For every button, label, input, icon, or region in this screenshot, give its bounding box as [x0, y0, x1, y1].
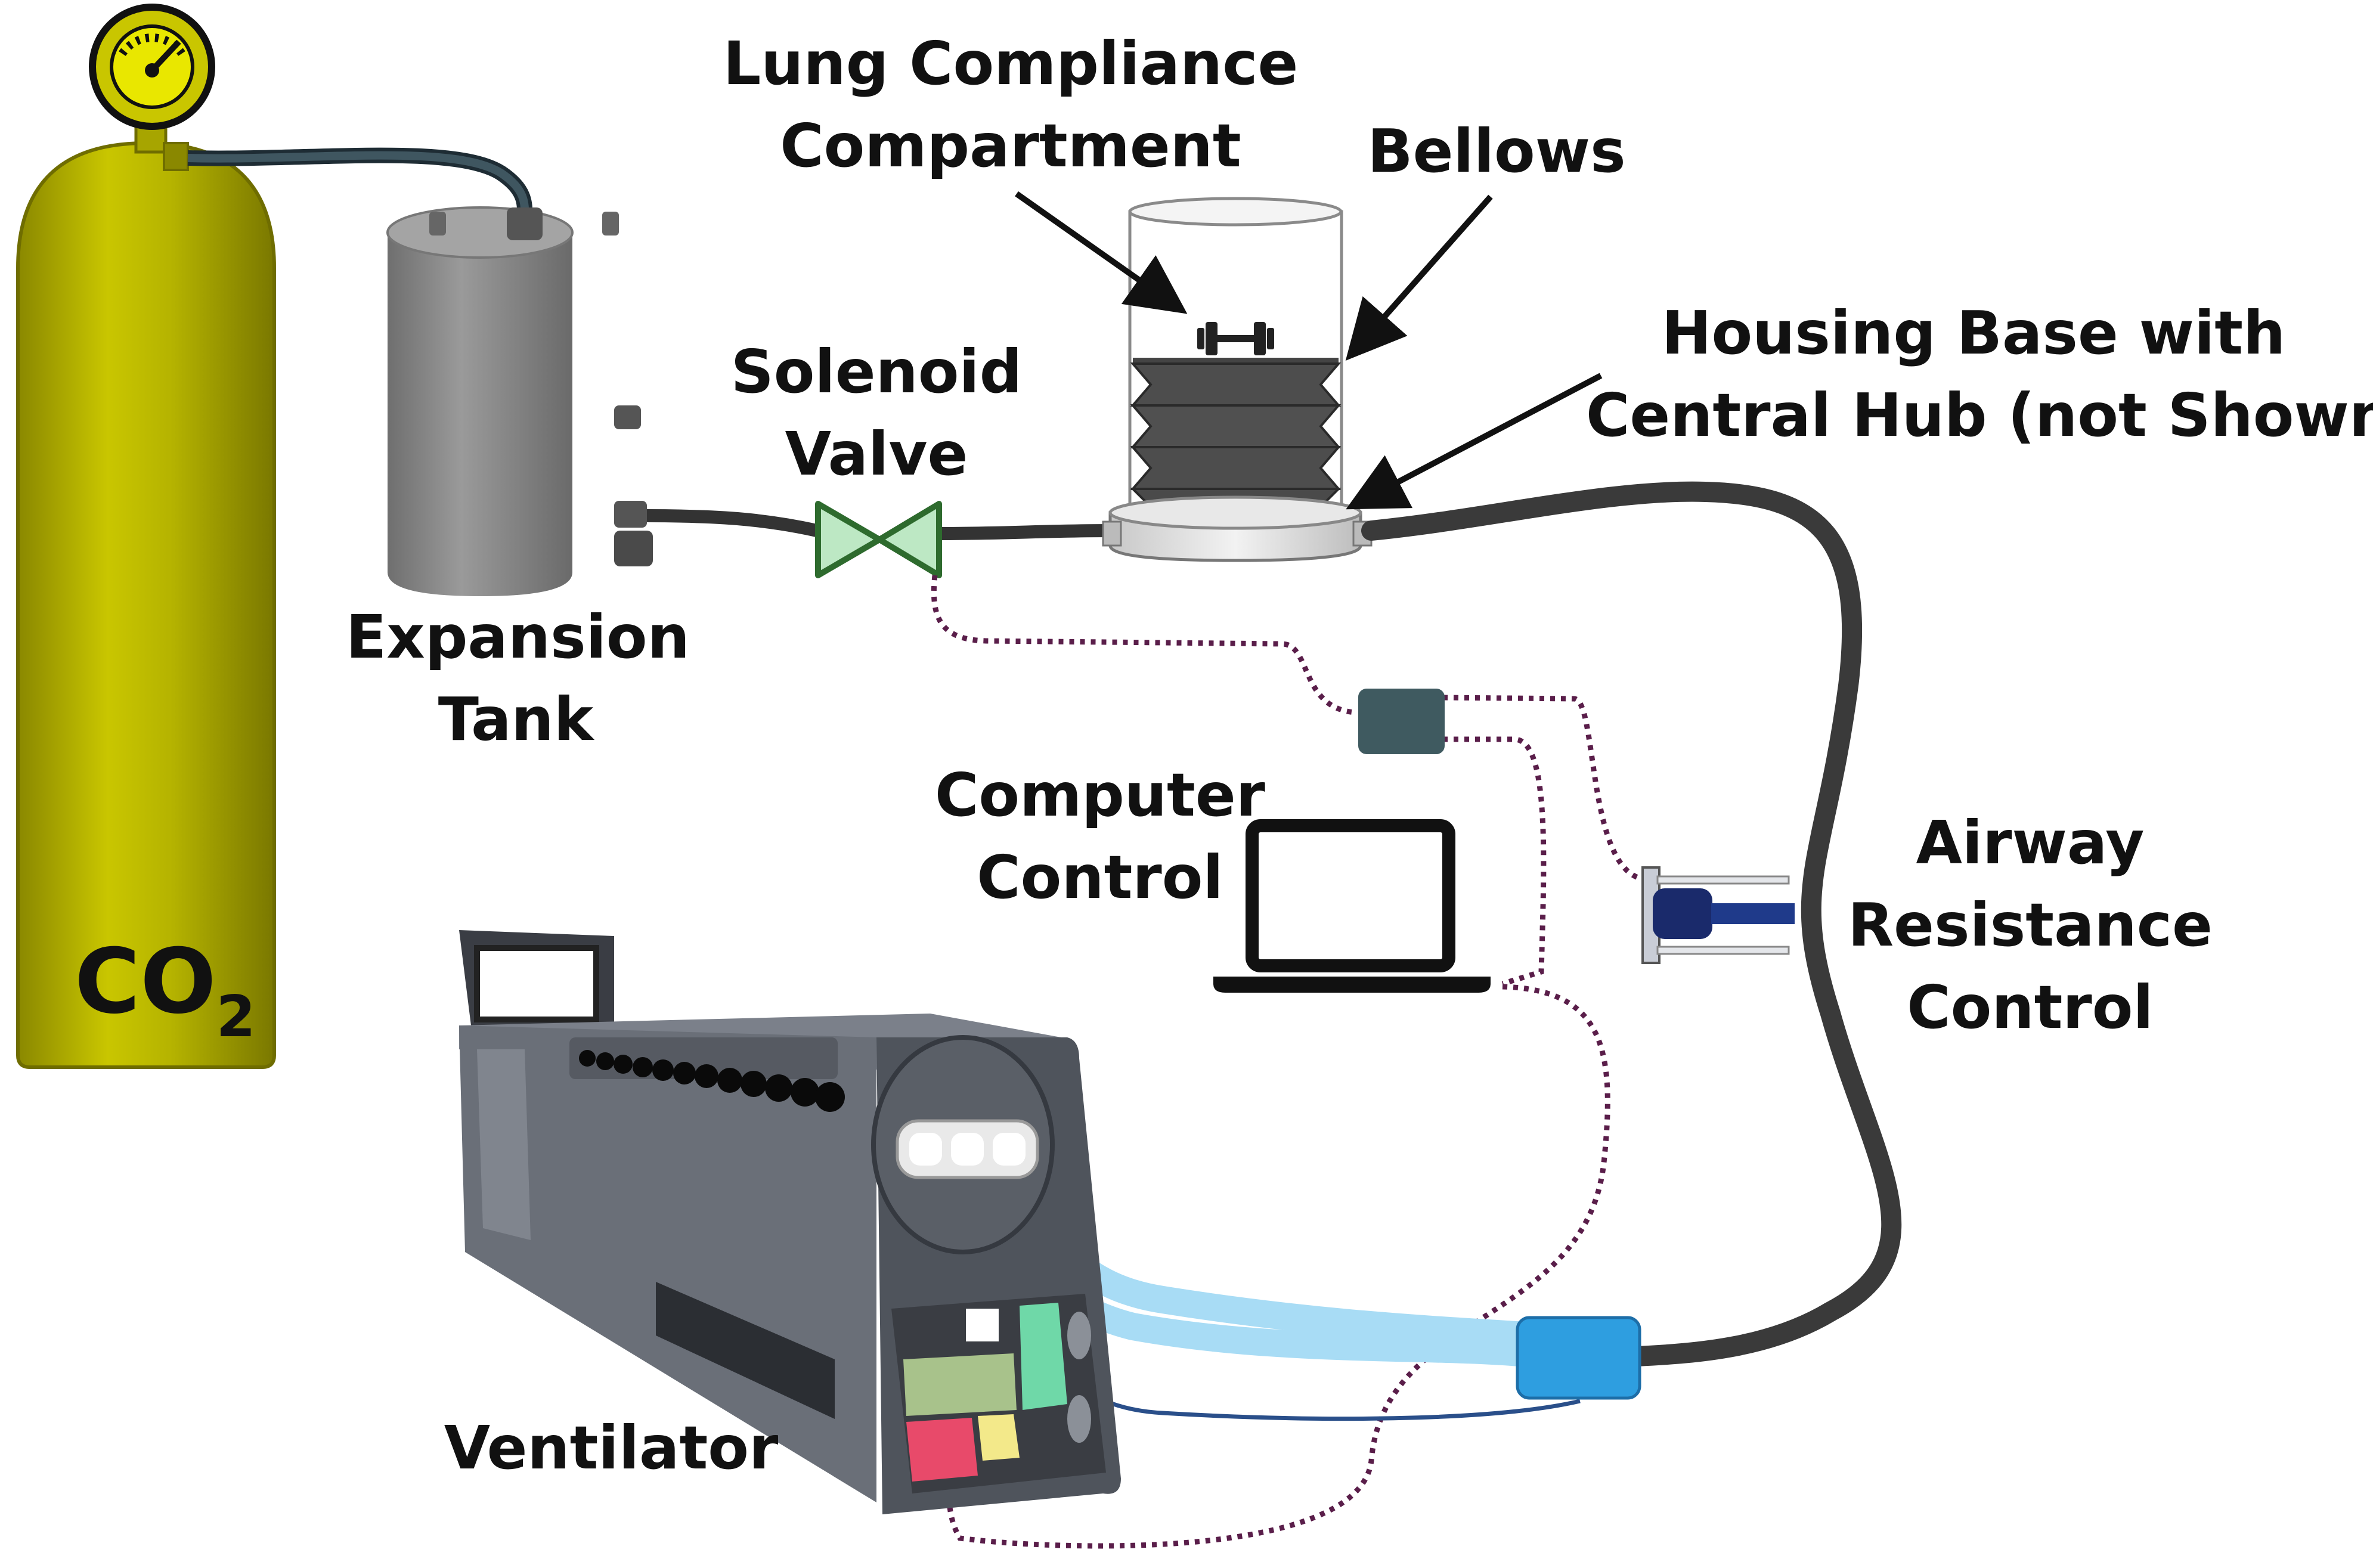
arrow-icon [1015, 191, 1603, 510]
ventilator-label: Ventilator [444, 1413, 779, 1483]
dumbbell-icon [1197, 322, 1274, 355]
co2-label-main: CO [75, 930, 216, 1034]
ventilator-port-panel [871, 1035, 1055, 1254]
co2-cylinder [16, 103, 276, 1069]
expansion-tank [386, 206, 653, 596]
ventilator-vents [579, 1050, 845, 1112]
co2-label-subscript: 2 [216, 984, 256, 1050]
gas-tube [938, 524, 1110, 540]
computer-control-label: Computer Control [934, 760, 1265, 912]
airway-resistance-valve [1641, 866, 1795, 964]
housing-base [1102, 495, 1373, 562]
solenoid-valve-label: Solenoid Valve [730, 337, 1023, 489]
controller-box [1358, 689, 1445, 754]
patient-circuit-hose [1361, 481, 1902, 1366]
flow-sensor [1516, 1316, 1641, 1400]
laptop-icon [1213, 819, 1491, 993]
bellows [1130, 358, 1342, 511]
lung-compliance-label: Lung Compliance Compartment [723, 29, 1299, 181]
gauge-icon [89, 4, 215, 130]
bellows-label: Bellows [1367, 116, 1626, 186]
solenoid-valve-icon [815, 501, 942, 578]
gas-tube [646, 509, 819, 537]
bellows-assembly [1102, 197, 1373, 562]
ventilator-control-panel [891, 1294, 1106, 1493]
co2-label: CO2 [75, 930, 256, 1050]
expansion-tank-label: Expansion Tank [346, 602, 690, 754]
housing-base-label: Housing Base with Central Hub (not Shown… [1586, 298, 2373, 450]
airway-resistance-label: Airway Resistance Control [1848, 808, 2213, 1042]
signal-lines [931, 575, 1646, 1549]
